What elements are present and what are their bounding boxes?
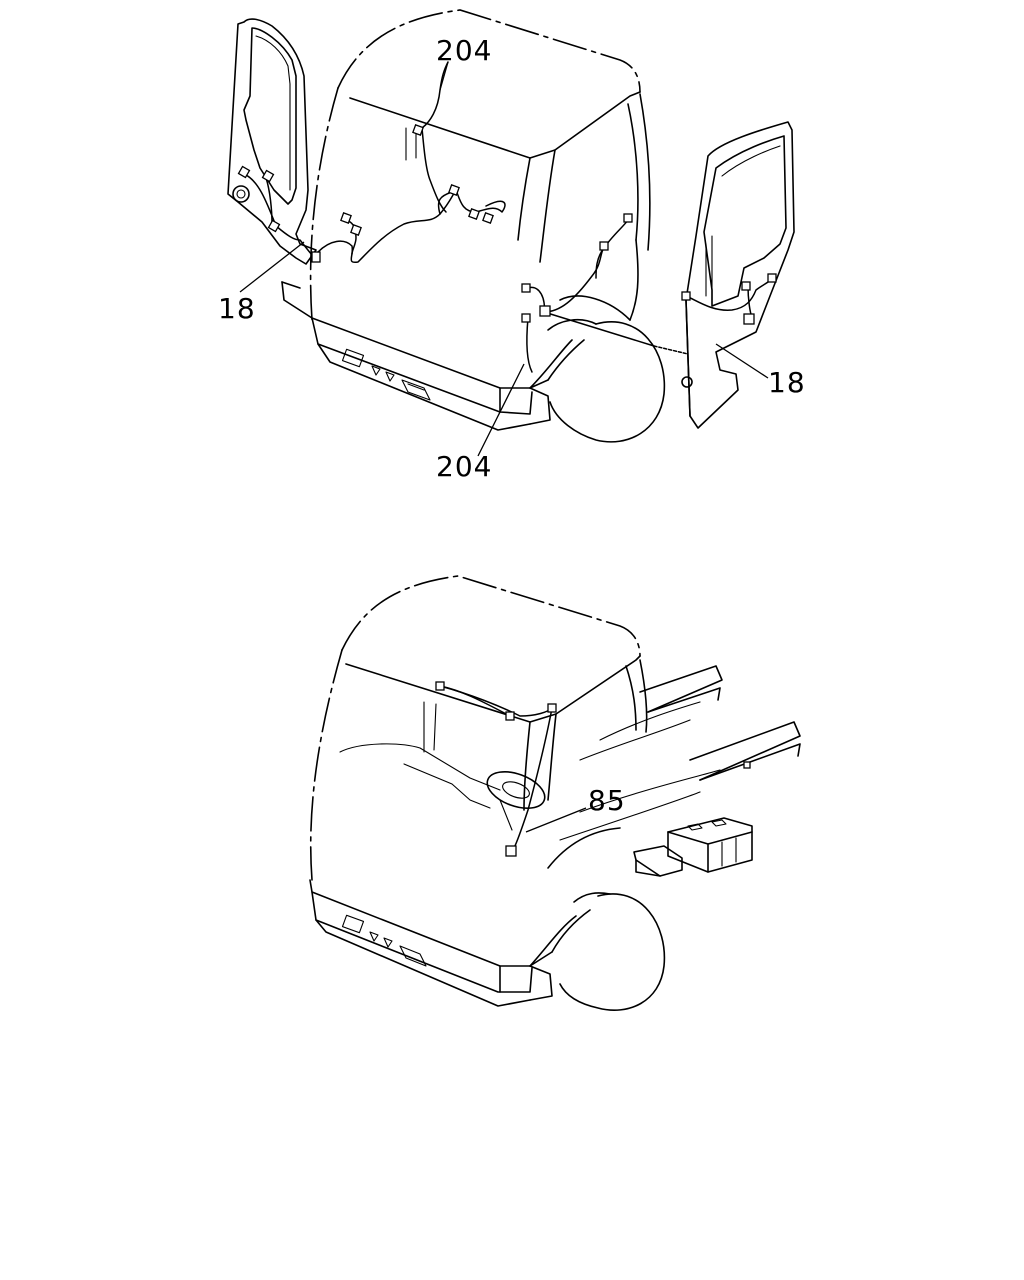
top-front-wheel [549,321,666,443]
leader-18-right [715,343,769,379]
top-harness-dash [317,189,506,264]
top-right-door [685,121,795,429]
callout-18-left: 18 [218,292,256,325]
bottom-cab-view: 85 [309,575,801,1011]
bottom-cab-left-outline [309,649,343,881]
leader-18-left [239,241,305,293]
top-harness-right-door [685,277,773,311]
top-harness-right [527,219,629,313]
top-cab-view: 204 18 18 204 [218,9,806,483]
callout-204-bottom: 204 [436,450,492,483]
top-cab-left-outline [309,87,339,321]
callout-204-top: 204 [436,34,492,67]
top-left-door [227,18,317,265]
top-harness-left-door [243,173,317,259]
bottom-front-wheel [559,893,666,1011]
chassis-frame-upper [639,665,723,713]
leader-85 [525,807,587,833]
steering-wheel [486,770,546,810]
leader-204-top [439,61,449,91]
bottom-cab-roof-outline [341,575,641,657]
top-cab-bumper [281,281,549,389]
chassis-frame-lower [689,721,801,781]
callout-85: 85 [588,784,626,817]
top-cab-roof-outline [337,9,641,93]
leader-204-bottom [477,363,525,457]
top-cab-roof-edge [349,91,641,159]
battery-bracket [633,845,683,877]
battery-box [667,817,753,873]
bottom-cab-bumper [309,879,553,967]
callout-18-right: 18 [768,366,806,399]
